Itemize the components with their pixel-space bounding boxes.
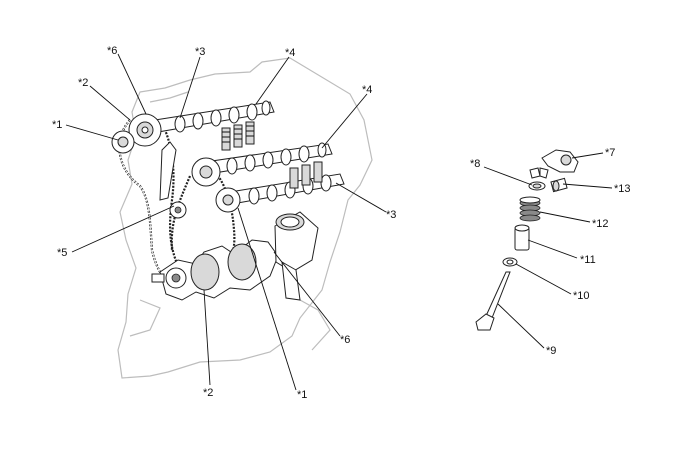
- exhaust-camshaft: [204, 142, 333, 175]
- callout-4-top: *4: [285, 47, 295, 59]
- lower-camshaft: [229, 173, 345, 205]
- callout-labels: *1 *2 *6 *3 *4 *4 *3 *5 *2 *1 *6 *7 *8 *…: [52, 45, 631, 401]
- valve-spring-cluster: [221, 121, 323, 189]
- valve-keeper: [529, 167, 549, 179]
- valve-spring-seat: [502, 257, 518, 267]
- chain-tensioner: [159, 141, 177, 201]
- valve: [475, 271, 511, 331]
- valve-spring: [519, 196, 541, 222]
- callout-3-top: *3: [195, 46, 205, 58]
- callout-13: *13: [614, 183, 631, 195]
- callout-11: *11: [580, 254, 596, 266]
- callout-8: *8: [470, 158, 480, 170]
- callout-2-bottom: *2: [203, 387, 213, 399]
- callout-1-top: *1: [52, 119, 62, 131]
- valve-stem-oil-seal: [514, 224, 530, 251]
- exhaust-cam-sprocket: [191, 157, 221, 187]
- rocker-arm: [541, 149, 579, 173]
- vvt-actuator: [111, 130, 135, 154]
- callout-4-mid: *4: [362, 84, 372, 96]
- valve-spring-retainer: [528, 181, 546, 191]
- piston-assembly: [274, 211, 319, 301]
- idler-sprocket: [169, 201, 187, 219]
- crankshaft: [151, 239, 279, 301]
- callout-6-top: *6: [107, 45, 117, 57]
- callout-3-right: *3: [386, 209, 396, 221]
- lash-adjuster: [550, 177, 568, 193]
- callout-10: *10: [573, 290, 590, 302]
- callout-2-top: *2: [78, 77, 88, 89]
- callout-9: *9: [546, 345, 556, 357]
- callout-12: *12: [592, 218, 609, 230]
- callout-7: *7: [605, 147, 615, 159]
- lower-cam-sprocket: [215, 187, 241, 213]
- engine-block-outline: [117, 57, 373, 379]
- callout-5: *5: [57, 247, 67, 259]
- camshaft-timing-gear: [128, 113, 162, 147]
- leader-lines: [65, 53, 613, 391]
- callout-6-bottom: *6: [340, 334, 350, 346]
- intake-camshaft: [154, 100, 275, 133]
- callout-1-bottom: *1: [297, 389, 307, 401]
